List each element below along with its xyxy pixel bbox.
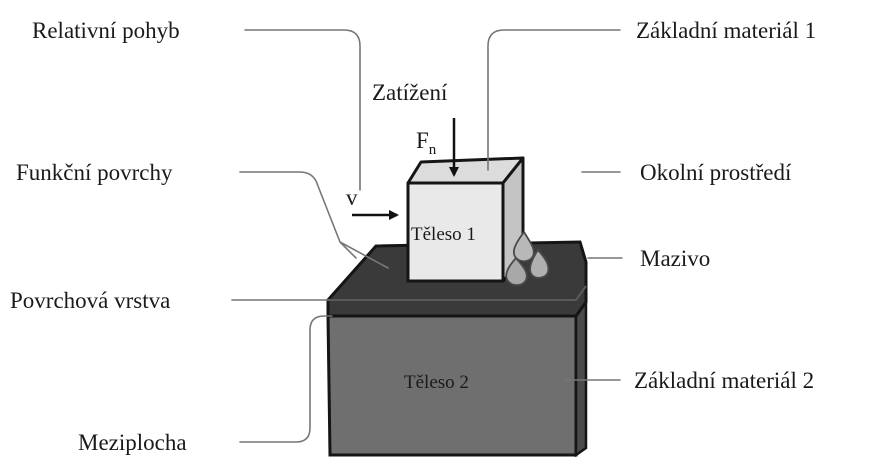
label-functional-surfaces: Funkční povrchy	[16, 160, 173, 185]
label-normal-force: Fn	[416, 128, 437, 158]
body-1-block	[406, 156, 525, 283]
label-lubricant: Mazivo	[640, 246, 710, 271]
label-base-material-1: Základní materiál 1	[636, 18, 816, 43]
label-surface-layer: Povrchová vrstva	[10, 288, 170, 313]
label-relative-motion: Relativní pohyb	[32, 18, 180, 43]
label-interface: Meziplocha	[78, 430, 187, 455]
label-base-material-2: Základní materiál 2	[634, 368, 814, 393]
leader-base-material-1	[487, 29, 621, 171]
label-environment: Okolní prostředí	[640, 160, 792, 185]
leader-interface	[239, 315, 333, 443]
label-body-2: Těleso 2	[404, 372, 469, 393]
label-load: Zatížení	[372, 80, 448, 105]
leader-relative-motion	[244, 29, 361, 191]
normal-force-subscript: n	[429, 142, 437, 158]
normal-force-symbol: F	[416, 128, 429, 153]
lubricant-droplets	[505, 230, 550, 286]
leader-functional-surfaces	[239, 171, 389, 269]
label-velocity: v	[346, 185, 358, 210]
label-body-1: Těleso 1	[411, 224, 476, 245]
